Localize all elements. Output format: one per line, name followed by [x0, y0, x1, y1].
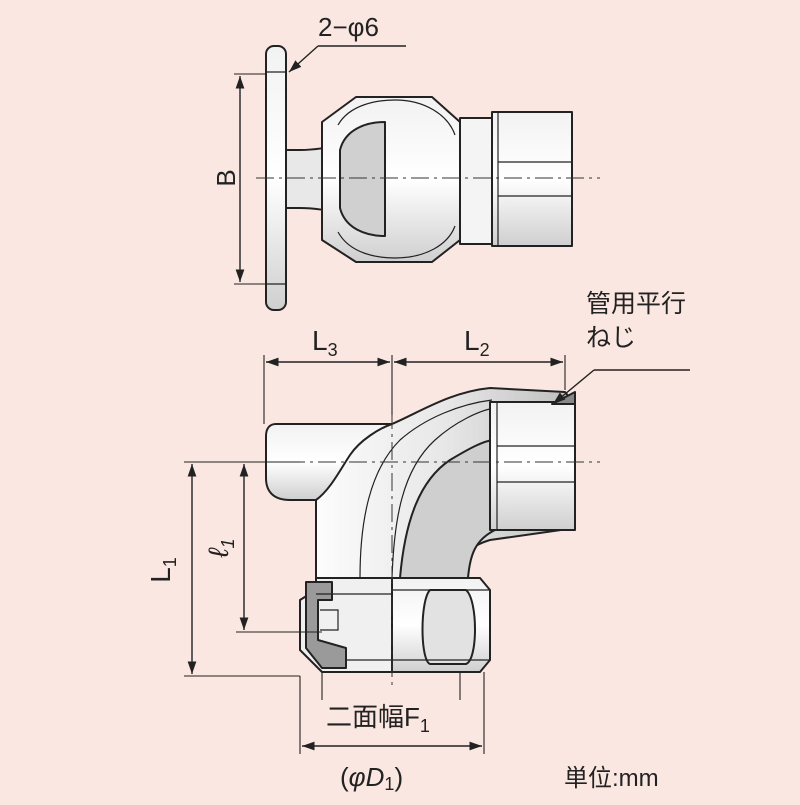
body-curve-lower	[337, 225, 456, 259]
hole-callout: 2−φ6	[288, 12, 406, 73]
threaded-socket-front	[489, 401, 576, 531]
dim-l1-label: L1	[145, 557, 180, 583]
thread-label-line2: ねじ	[586, 324, 636, 352]
body-curve-upper	[337, 99, 456, 136]
dim-f1-d1-group: 二面幅F1 (φD1)	[299, 672, 485, 794]
elbow-outer-curve	[359, 399, 493, 579]
dim-b-label: B	[211, 169, 241, 186]
elbow-shadow	[399, 439, 496, 579]
thread-label-line1: 管用平行	[586, 290, 686, 318]
dim-l3-l2-group: L3 L2	[263, 325, 566, 424]
body-inner	[339, 121, 386, 237]
unit-label: 単位:mm	[564, 765, 659, 792]
dim-l2-label: L2	[464, 325, 490, 360]
hole-spec-label: 2−φ6	[318, 12, 379, 42]
dim-l3-label: L3	[312, 325, 338, 360]
socket-neck	[459, 117, 493, 245]
elbow-inner-curve	[391, 407, 496, 579]
dim-ell1-label: ℓ1	[203, 538, 238, 558]
threaded-socket-top	[491, 111, 573, 247]
thread-callout: 管用平行 ねじ	[552, 290, 690, 405]
dim-l1-group: L1 ℓ1	[145, 461, 322, 677]
width-across-label: 二面幅F1	[326, 702, 430, 736]
hex-nut-face	[421, 589, 476, 665]
top-view	[256, 45, 600, 311]
front-view	[256, 380, 600, 690]
dia-label: (φD1)	[340, 762, 403, 794]
seal-ring	[305, 581, 347, 669]
dim-b-group: B	[211, 73, 266, 285]
